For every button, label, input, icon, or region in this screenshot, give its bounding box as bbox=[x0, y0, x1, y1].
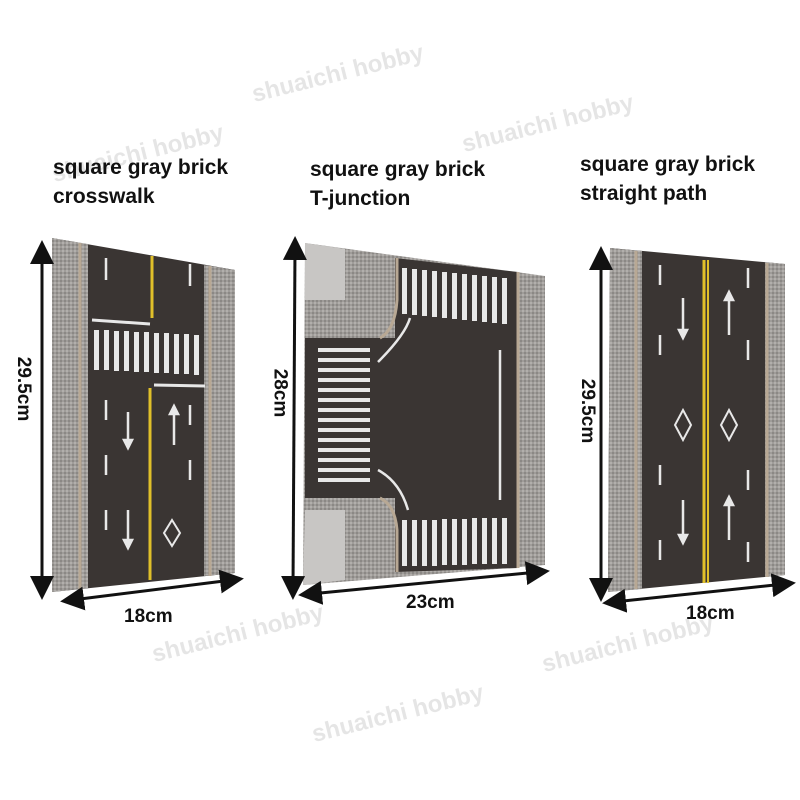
t-junction-height-label: 28cm bbox=[269, 368, 291, 418]
t-junction-title-line2: T-junction bbox=[310, 187, 411, 210]
straight-path-title-line2: straight path bbox=[580, 182, 708, 205]
straight-path-title: square gray brick straight path bbox=[580, 150, 755, 208]
t-junction-title-line1: square gray brick bbox=[310, 158, 486, 181]
t-junction-title: square gray brick T-junction bbox=[310, 155, 485, 213]
crosswalk-width-label: 18cm bbox=[124, 606, 173, 627]
dimension-arrows bbox=[30, 236, 796, 613]
crosswalk-tile bbox=[52, 238, 235, 592]
crosswalk-title: square gray brick crosswalk bbox=[53, 153, 228, 211]
t-junction-tile bbox=[303, 243, 545, 585]
straight-path-tile bbox=[608, 248, 785, 592]
crosswalk-height-label: 29.5cm bbox=[13, 356, 35, 422]
straight-path-height-label: 29.5cm bbox=[577, 378, 599, 444]
crosswalk-title-line1: square gray brick bbox=[53, 156, 229, 179]
straight-path-title-line1: square gray brick bbox=[580, 153, 756, 176]
t-junction-width-label: 23cm bbox=[406, 592, 455, 613]
straight-path-width-label: 18cm bbox=[686, 603, 735, 624]
crosswalk-title-line2: crosswalk bbox=[53, 185, 155, 208]
